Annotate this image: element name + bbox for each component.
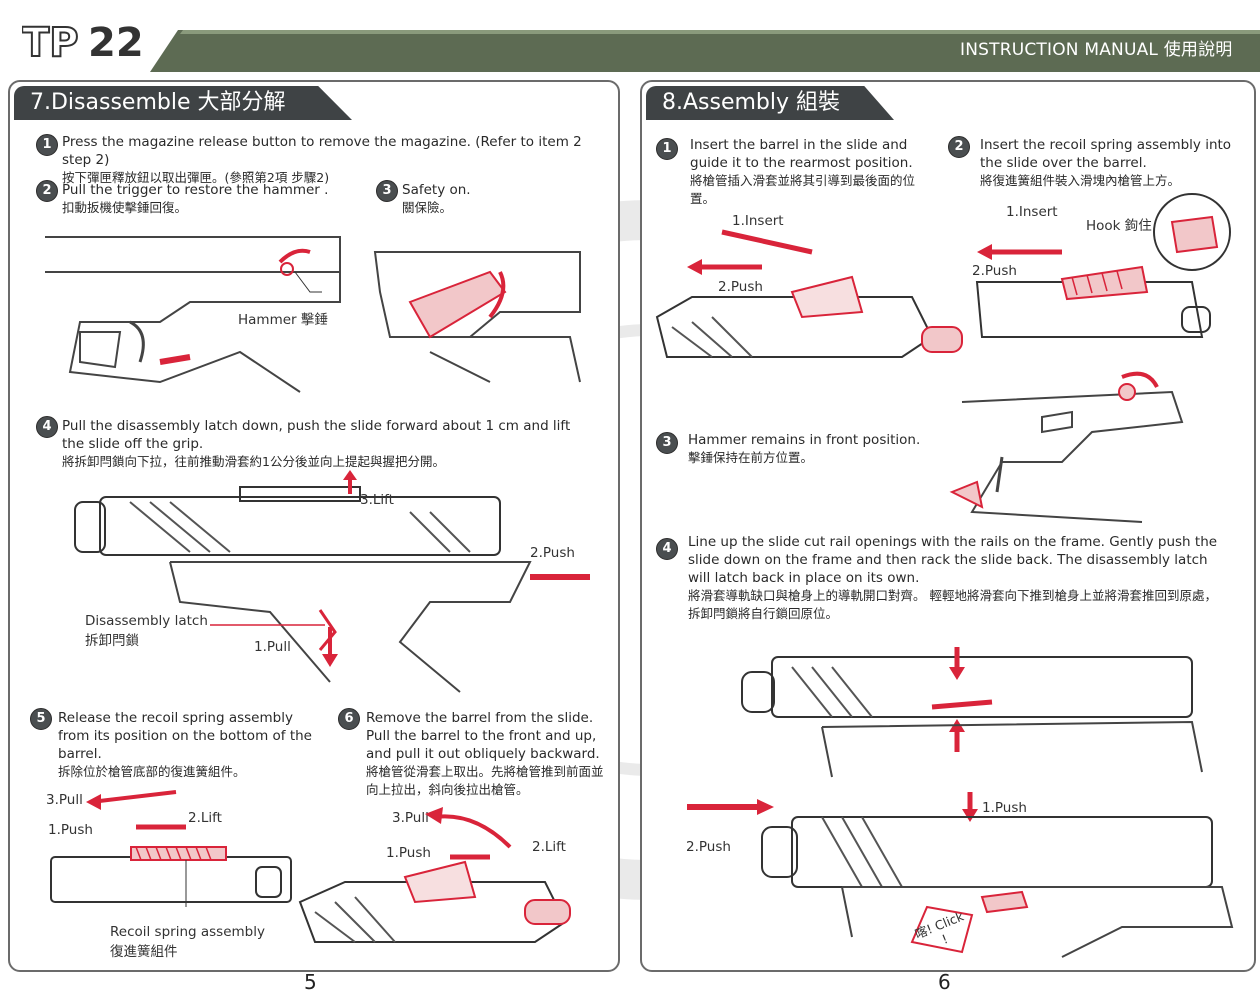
step-text: Pull the trigger to restore the hammer .… — [62, 181, 362, 217]
latch-label-en: Disassembly latch — [85, 613, 208, 629]
lift-label: 3.Lift — [360, 492, 394, 508]
step-text-zh: 將復進簧組件裝入滑塊內槍管上方。 — [980, 173, 1181, 188]
insert-label: 1.Insert — [732, 213, 784, 229]
step-text: Insert the recoil spring assembly into t… — [980, 136, 1242, 190]
step-number: 2 — [948, 136, 970, 158]
step-number: 5 — [30, 708, 52, 730]
step-number: 3 — [656, 432, 678, 454]
step-text-en: Pull the disassembly latch down, push th… — [62, 418, 571, 452]
barrel-removal-illustration — [298, 807, 571, 943]
disassemble-title: 7.Disassemble 大部分解 — [14, 86, 352, 120]
step-text-zh: 扣動扳機使擊錘回復。 — [62, 200, 188, 215]
pull-label: 1.Pull — [254, 639, 291, 655]
step-text-en: Press the magazine release button to rem… — [62, 134, 582, 168]
lift-label: 2.Lift — [188, 810, 222, 826]
step-text-en: Insert the barrel in the slide and guide… — [690, 137, 913, 171]
disassemble-panel: 7.Disassemble 大部分解 1 Press the magazine … — [8, 80, 620, 972]
recoil-label-zh: 復進簧組件 — [110, 944, 178, 960]
latch-leader-line — [210, 624, 325, 626]
push-label: 2.Push — [530, 545, 575, 561]
push-label: 2.Push — [686, 839, 731, 855]
step-text: Line up the slide cut rail openings with… — [688, 533, 1228, 623]
step-text-zh: 將拆卸閂鎖向下拉，往前推動滑套約1公分後並向上提起與握把分開。 — [62, 454, 445, 469]
push-label: 2.Push — [972, 263, 1017, 279]
page-number: 5 — [304, 970, 317, 994]
push-label: 2.Push — [718, 279, 763, 295]
push-label: 1.Push — [386, 845, 431, 861]
insert-label: 1.Insert — [1006, 204, 1058, 220]
step-text-zh: 拆除位於槍管底部的復進簧組件。 — [58, 764, 246, 779]
pull-label: 3.Pull — [46, 792, 83, 808]
step-text-en: Insert the recoil spring assembly into t… — [980, 137, 1232, 171]
step-text-en: Safety on. — [402, 182, 471, 198]
step-text-zh: 將槍管插入滑套並將其引導到最後面的位置。 — [690, 173, 916, 206]
step-number: 6 — [338, 708, 360, 730]
hammer-label: Hammer 擊錘 — [238, 312, 328, 328]
step-text: Safety on. 關保險。 — [402, 181, 602, 217]
step-text-zh: 擊錘保持在前方位置。 — [688, 450, 814, 465]
step-text-en: Remove the barrel from the slide. Pull t… — [366, 710, 600, 762]
latch-label-zh: 拆卸閂鎖 — [85, 633, 139, 649]
step-number: 4 — [36, 416, 58, 438]
step-text-en: Line up the slide cut rail openings with… — [688, 534, 1218, 586]
assembly-panel: 8.Assembly 組裝 1 Insert the barrel in the… — [640, 80, 1256, 972]
safety-illustration — [373, 251, 581, 383]
step-text: Insert the barrel in the slide and guide… — [690, 136, 930, 208]
pull-label: 3.Pull — [392, 810, 429, 826]
step-text-en: Pull the trigger to restore the hammer . — [62, 182, 329, 198]
step-text: Hammer remains in front position. 擊錘保持在前… — [688, 431, 928, 467]
hammer-illustration — [45, 236, 341, 393]
assembly-title: 8.Assembly 組裝 — [646, 86, 894, 120]
slide-rack-illustration — [687, 792, 1234, 958]
manual-title: INSTRUCTION MANUAL 使用說明 — [960, 40, 1233, 60]
recoil-label-en: Recoil spring assembly — [110, 924, 265, 940]
recoil-spring-label: Recoil spring assembly 復進簧組件 — [110, 924, 265, 960]
slide-alignment-illustration — [741, 647, 1203, 778]
header-band — [0, 0, 1260, 72]
push-label: 1.Push — [48, 822, 93, 838]
step-number: 2 — [36, 180, 58, 202]
push-label: 1.Push — [982, 800, 1027, 816]
step-text: Press the magazine release button to rem… — [62, 133, 607, 187]
svg-text:TP: TP — [22, 20, 79, 66]
step-text-zh: 關保險。 — [402, 200, 453, 215]
latch-label: Disassembly latch 拆卸閂鎖 — [85, 613, 208, 649]
recoil-spring-illustration — [50, 790, 292, 907]
step-text-en: Release the recoil spring assembly from … — [58, 710, 312, 762]
step-number: 4 — [656, 538, 678, 560]
slide-removal-illustration — [74, 470, 590, 693]
barrel-insert-illustration — [655, 229, 963, 358]
svg-text:22: 22 — [88, 20, 144, 66]
step-number: 3 — [376, 180, 398, 202]
step-text-en: Hammer remains in front position. — [688, 432, 921, 448]
hammer-front-illustration — [949, 371, 1184, 523]
step-text: Pull the disassembly latch down, push th… — [62, 417, 582, 471]
step-text-zh: 按下彈匣釋放鈕以取出彈匣。(參照第2項 步驟2) — [62, 170, 330, 185]
step-text: Release the recoil spring assembly from … — [58, 709, 328, 781]
page-number: 6 — [938, 970, 951, 994]
lift-label: 2.Lift — [532, 839, 566, 855]
step-text: Remove the barrel from the slide. Pull t… — [366, 709, 611, 799]
step-text-zh: 將滑套導軌缺口與槍身上的導軌開口對齊。 輕輕地將滑套向下推到槍身上並將滑套推回到… — [688, 588, 1217, 621]
hook-label: Hook 鉤住 — [1086, 218, 1152, 234]
step-number: 1 — [656, 138, 678, 160]
step-number: 1 — [36, 134, 58, 156]
recoil-insert-illustration — [975, 193, 1231, 338]
step-text-zh: 將槍管從滑套上取出。先將槍管推到前面並向上拉出，斜向後拉出槍管。 — [366, 764, 604, 797]
tp22-logo: TP 22 — [22, 19, 144, 66]
